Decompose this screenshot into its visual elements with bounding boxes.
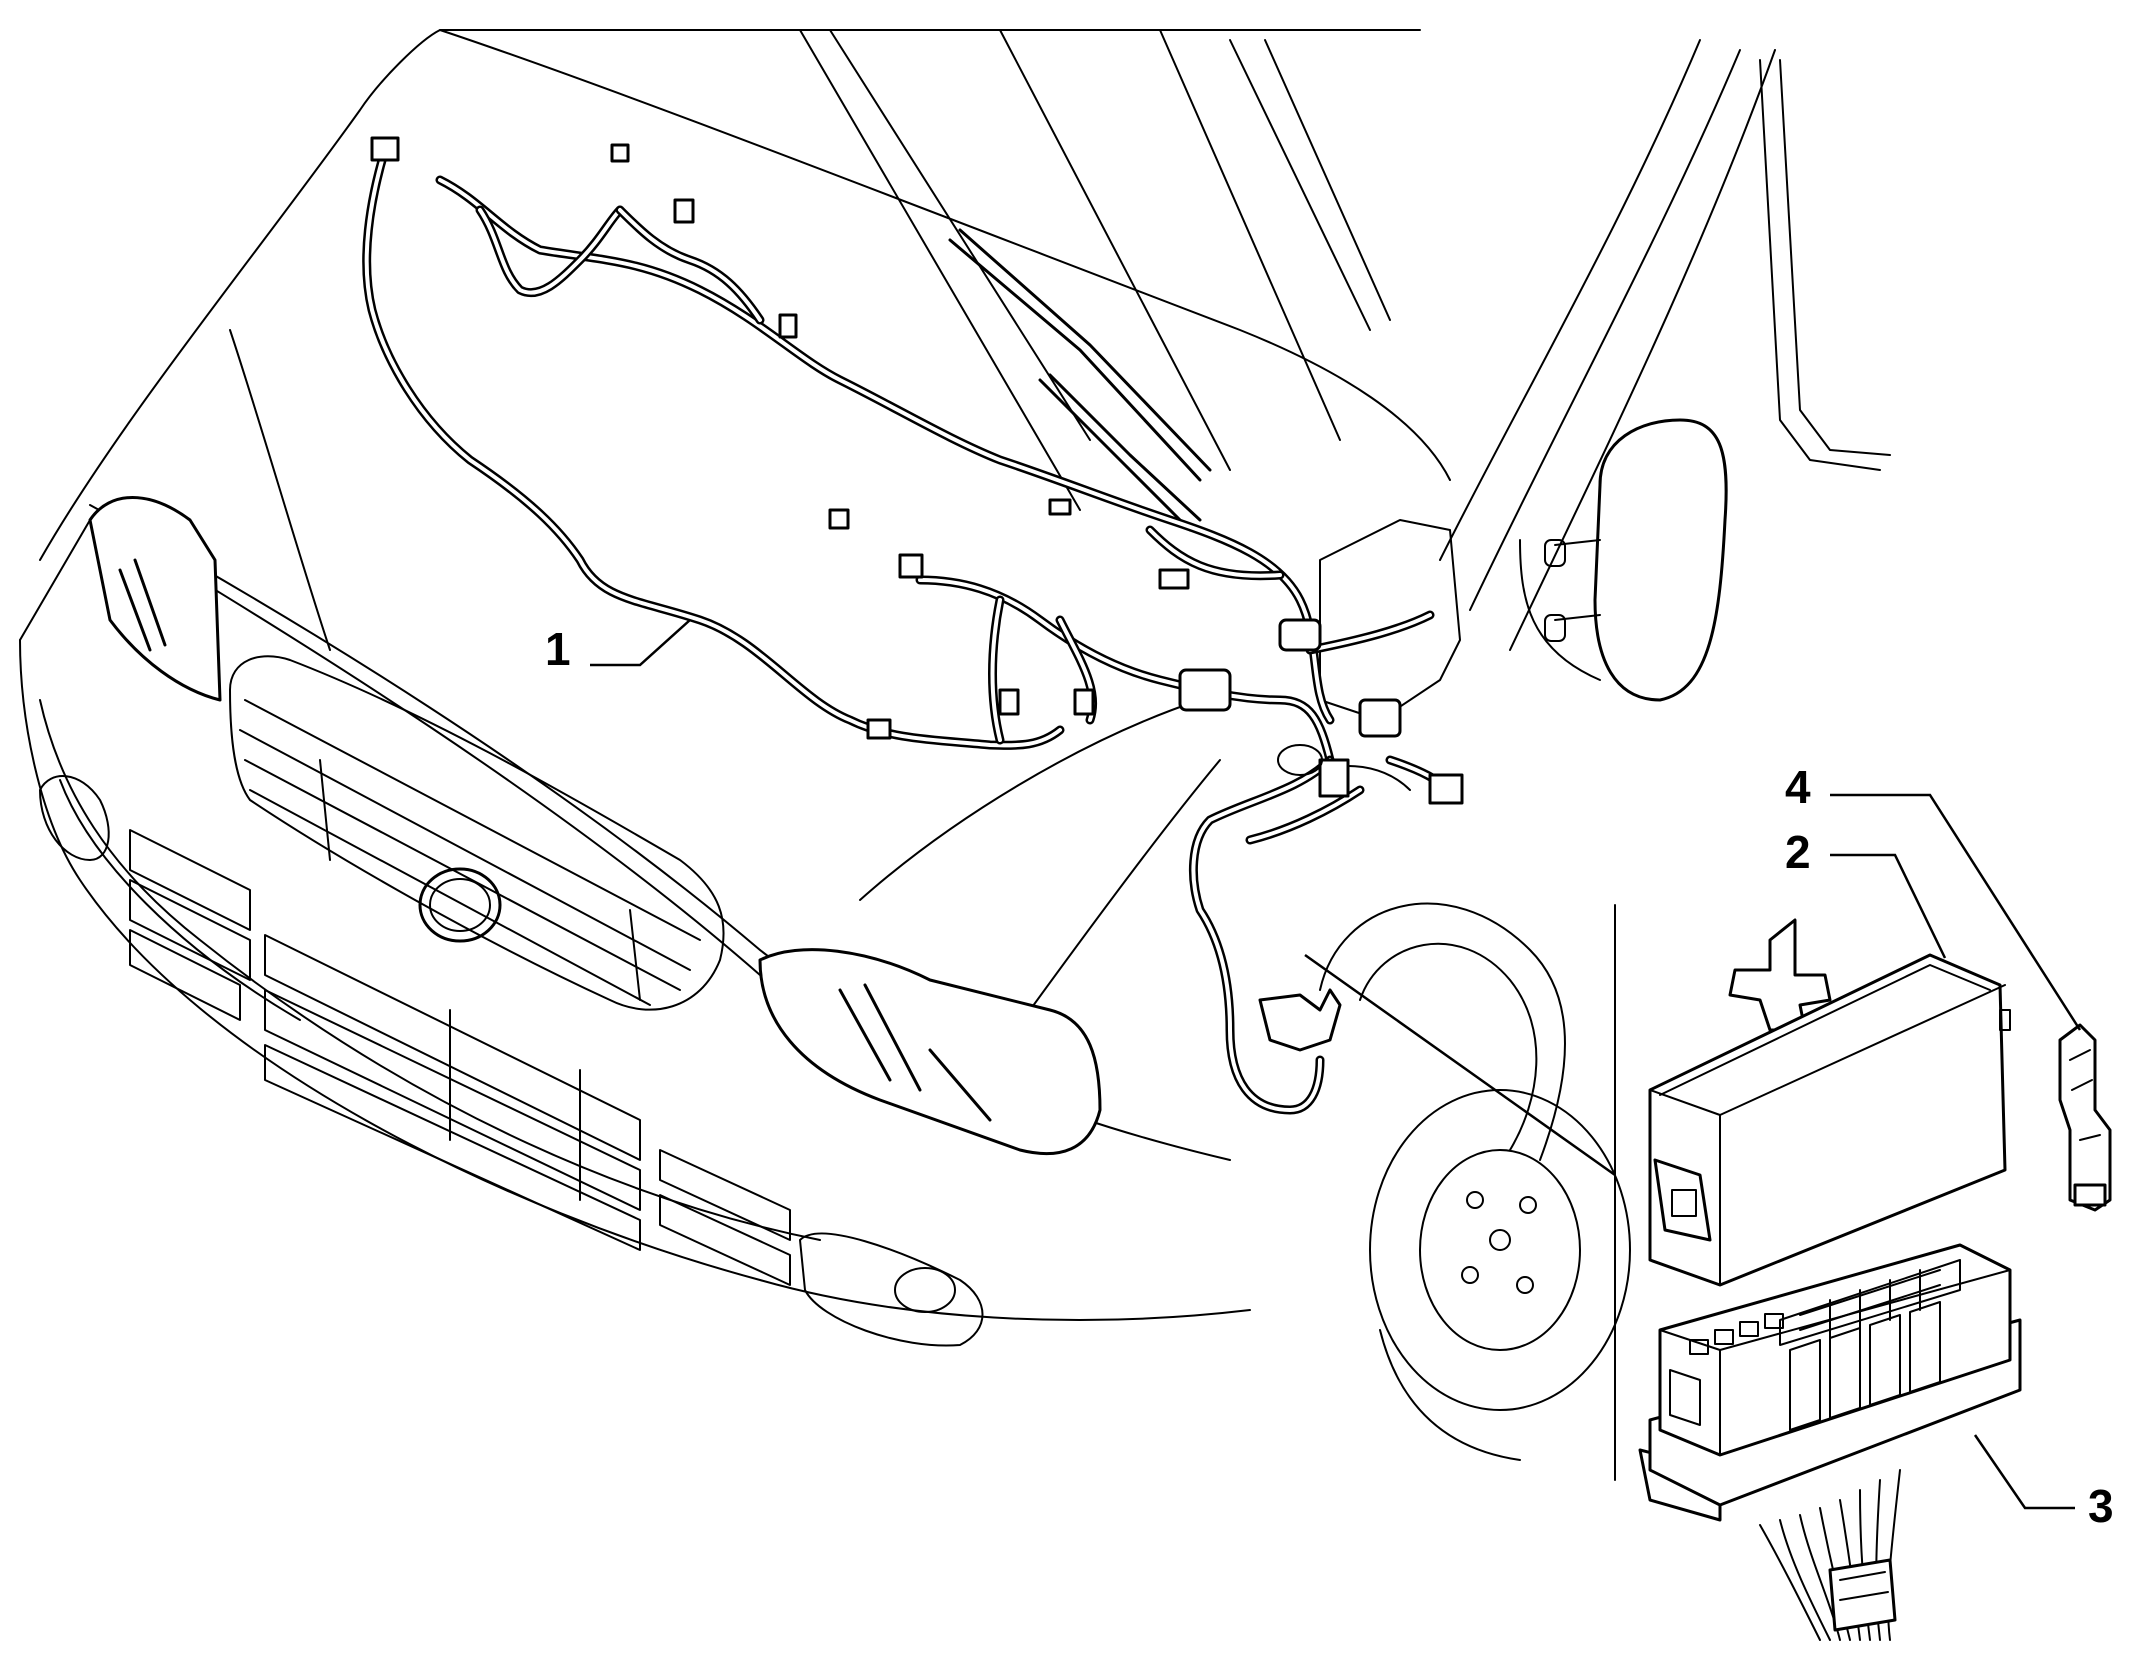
- callout-3-label: 3: [2088, 1480, 2114, 1532]
- van-body: [19, 29, 1891, 1461]
- callout-3: 3: [1973, 1434, 2114, 1532]
- bracket-part-4: [2058, 1023, 2112, 1212]
- callout-2: 2: [1785, 826, 1947, 959]
- callout-4-label: 4: [1785, 761, 1811, 813]
- wiring-harness-part-1: [362, 136, 1464, 1115]
- inset-divider: [1304, 904, 1616, 1481]
- callout-4: 4: [1785, 761, 2082, 1031]
- control-module-part-2: [1648, 918, 2011, 1287]
- callout-1-label: 1: [545, 623, 571, 675]
- callout-1: 1: [545, 619, 691, 675]
- fuse-box-part-3: [1638, 1243, 2022, 1641]
- callout-2-label: 2: [1785, 826, 1811, 878]
